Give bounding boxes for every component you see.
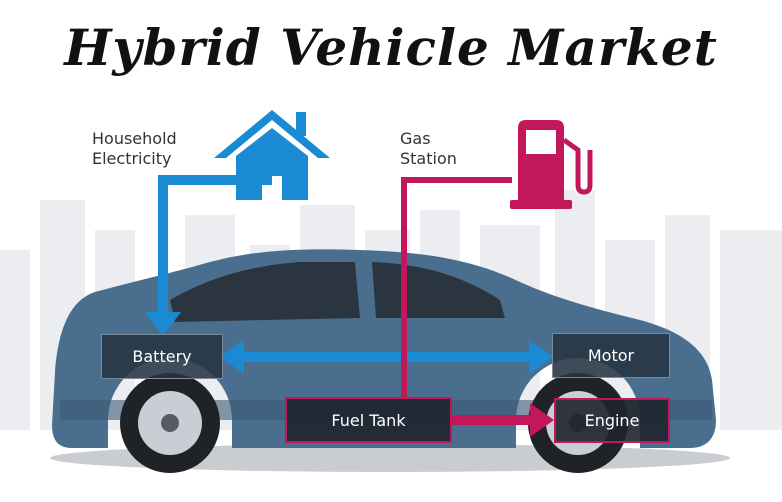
fuel-tank-node: Fuel Tank	[285, 397, 452, 443]
engine-node: Engine	[554, 398, 670, 443]
battery-node: Battery	[101, 334, 223, 379]
fuel-tank-label: Fuel Tank	[331, 410, 406, 430]
fuel-flow-line	[401, 177, 512, 397]
engine-arrowhead	[530, 403, 554, 437]
motor-node: Motor	[552, 333, 670, 378]
front-wheel-hub	[161, 414, 179, 432]
gas-station-label: Gas Station	[400, 129, 457, 168]
household-electricity-label: Household Electricity	[92, 129, 177, 168]
battery-arrowhead	[220, 340, 244, 374]
house-icon	[214, 110, 330, 200]
battery-label: Battery	[132, 347, 192, 366]
engine-label: Engine	[584, 411, 640, 430]
motor-label: Motor	[587, 346, 635, 365]
electricity-arrowhead	[145, 312, 181, 336]
electricity-flow-line	[158, 175, 272, 318]
gas-pump-icon	[510, 120, 593, 209]
motor-arrowhead	[529, 340, 553, 374]
page-title: Hybrid Vehicle Market	[64, 18, 718, 77]
car-window	[170, 262, 360, 322]
